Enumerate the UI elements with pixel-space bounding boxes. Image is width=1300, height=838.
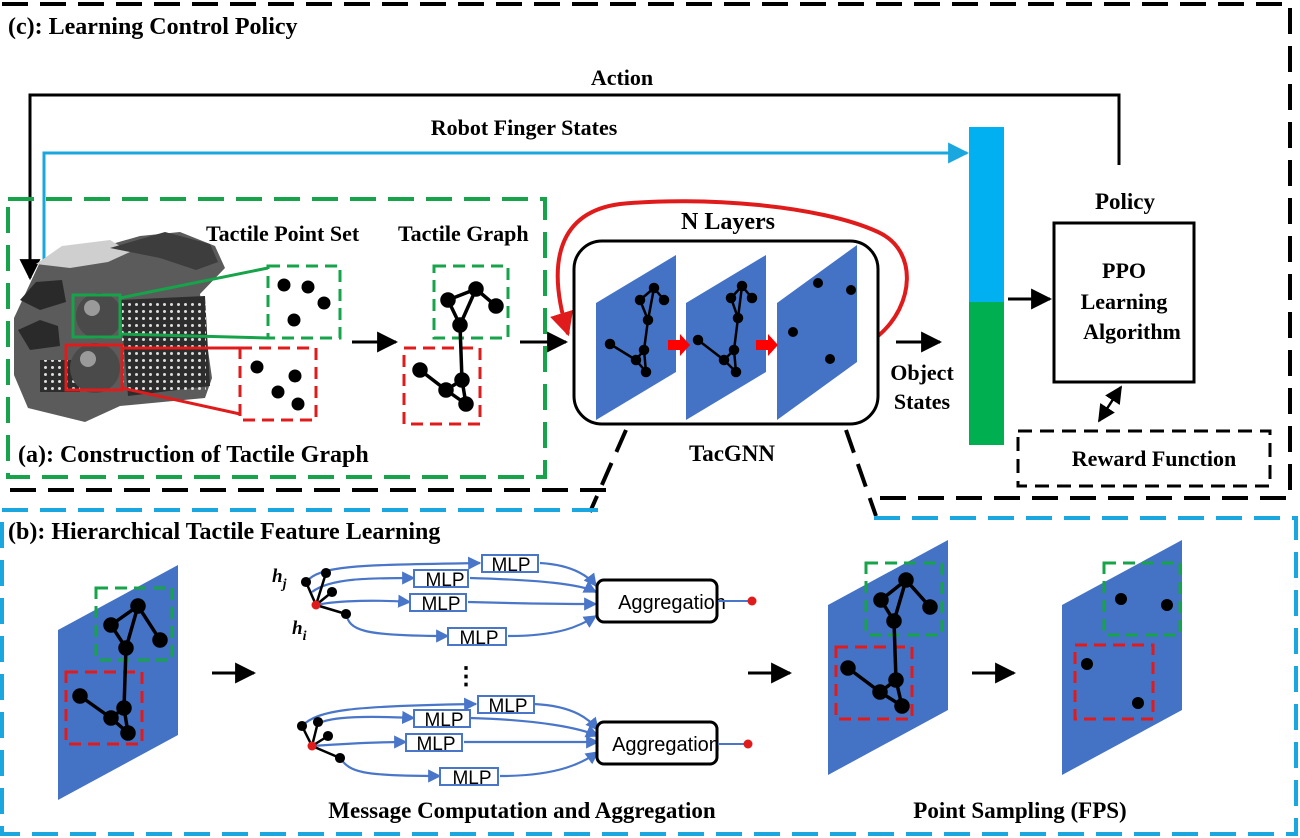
- zoom-connector-left: [588, 429, 628, 513]
- policy-label: Policy: [1095, 189, 1156, 214]
- n-layers-loop-arrow: [550, 199, 909, 338]
- reward-label: Reward Function: [1072, 446, 1236, 471]
- aggregation-label-1: Aggregation: [618, 592, 726, 614]
- mlp-label: MLP: [425, 570, 464, 591]
- message-caption: Message Computation and Aggregation: [328, 798, 716, 823]
- reward-box: [1016, 429, 1272, 488]
- b-updated-red-box: [834, 645, 914, 721]
- state-vector-object-part: [969, 302, 1004, 445]
- point-node: [288, 369, 302, 383]
- ppo-line-3: Algorithm: [1083, 319, 1181, 344]
- gnn-layer-plane-3: [777, 245, 857, 420]
- finger-states-arrow: [42, 142, 970, 288]
- message-block-1: [300, 554, 598, 646]
- ppo-line-1: PPO: [1102, 258, 1146, 283]
- n-layers-label: N Layers: [681, 209, 775, 235]
- plane-1-graph: [604, 282, 670, 378]
- layer-red-arrow-2: [756, 334, 778, 356]
- mlp-label: MLP: [459, 628, 498, 649]
- point-set-red-box: [238, 346, 318, 422]
- gnn-layer-plane-2: [686, 255, 766, 420]
- mlp-label: MLP: [491, 555, 530, 576]
- b-updated-green-box: [864, 561, 944, 637]
- point-node: [277, 278, 291, 292]
- gnn-layer-plane-1: [596, 255, 676, 420]
- hand-red-region: [64, 343, 124, 392]
- zoom-connector-right: [844, 429, 878, 517]
- b-input-plane: [58, 565, 178, 800]
- b-sampled-green-box: [1102, 561, 1182, 637]
- layer-red-arrow-1: [668, 334, 690, 356]
- plane-3-points: [788, 278, 856, 364]
- mlp-label: MLP: [421, 594, 460, 615]
- b-sampled-points: [1081, 593, 1173, 709]
- mlp-label: MLP: [488, 696, 527, 717]
- b-sampled-plane: [1062, 540, 1182, 775]
- red-zoom-line-bottom: [121, 386, 241, 416]
- section-c-title: (c): Learning Control Policy: [8, 14, 298, 40]
- hj-label: hj: [272, 566, 287, 592]
- section-a-border: [6, 197, 547, 479]
- message-block-2: [296, 695, 600, 786]
- finger-states-label: Robot Finger States: [431, 115, 618, 140]
- point-node: [301, 280, 315, 294]
- aggregated-node-2: [743, 739, 753, 749]
- action-label: Action: [591, 65, 653, 90]
- plane-2-graph: [692, 280, 758, 378]
- aggregated-node-1: [747, 596, 757, 606]
- point-node: [250, 360, 264, 374]
- section-b-border: [0, 508, 1298, 836]
- green-zoom-line-bottom: [119, 332, 269, 340]
- point-node: [317, 296, 331, 310]
- b-input-red-box: [64, 670, 144, 746]
- b-updated-plane: [828, 540, 948, 775]
- tactile-point-set-label: Tactile Point Set: [206, 221, 360, 246]
- ellipsis: ⋮: [454, 664, 478, 690]
- aggregation-box-1: [595, 578, 719, 624]
- section-a-title: (a): Construction of Tactile Graph: [18, 442, 369, 468]
- object-states-line-2: States: [894, 389, 951, 414]
- b-input-green-box: [94, 586, 174, 662]
- mlp-label: MLP: [416, 734, 455, 755]
- point-node: [291, 397, 305, 411]
- hand-green-region: [71, 293, 122, 339]
- policy-reward-arrow: [1097, 385, 1123, 423]
- action-arrow: [19, 93, 1121, 281]
- green-zoom-line-top: [119, 266, 269, 300]
- ppo-line-2: Learning: [1081, 289, 1168, 314]
- section-c-border: [2, 2, 1292, 500]
- sampling-caption: Point Sampling (FPS): [913, 798, 1126, 823]
- aggregation-box-2: [595, 720, 719, 766]
- b-sampled-red-box: [1073, 643, 1155, 721]
- mlp-label: MLP: [452, 768, 491, 789]
- b-input-graph: [72, 598, 168, 741]
- tactile-graph: [412, 281, 504, 412]
- tactile-graph-label: Tactile Graph: [398, 221, 529, 246]
- hi-label: hi: [292, 618, 307, 644]
- section-b-title: (b): Hierarchical Tactile Feature Learni…: [8, 519, 440, 545]
- state-vector-finger-part: [969, 127, 1004, 302]
- mlp-label: MLP: [424, 710, 463, 731]
- object-states-line-1: Object: [890, 360, 954, 385]
- b-updated-graph: [840, 572, 938, 714]
- tacgnn-label: TacGNN: [689, 441, 775, 466]
- point-node: [271, 385, 285, 399]
- ppo-box: [1052, 221, 1196, 384]
- aggregation-label-2: Aggregation: [612, 734, 720, 756]
- point-node: [287, 313, 301, 327]
